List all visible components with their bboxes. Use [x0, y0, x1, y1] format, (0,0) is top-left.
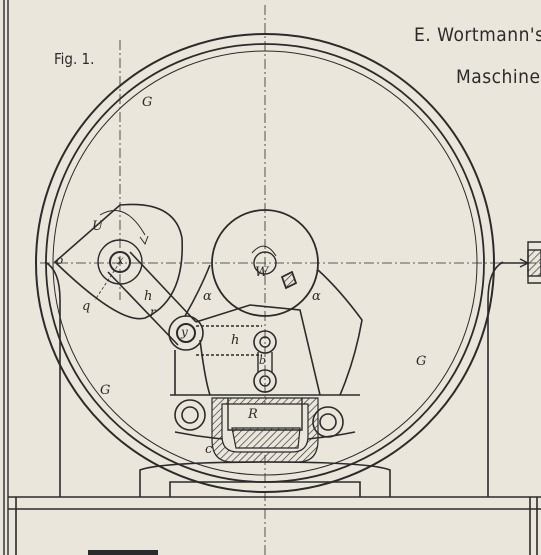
title-line-1: E. Wortmann's — [414, 24, 541, 46]
label-R: R — [248, 407, 258, 422]
label-c: c — [205, 442, 213, 457]
link-h — [196, 325, 277, 393]
bottom-fragment — [88, 550, 158, 555]
right-fragment — [500, 241, 541, 284]
label-alpha-left: α — [203, 289, 212, 304]
cam-U — [53, 203, 183, 320]
label-W: W — [255, 265, 269, 280]
label-G-top: G — [142, 95, 153, 110]
label-q: q — [82, 299, 91, 314]
label-h-mid: h — [231, 333, 240, 348]
label-U: U — [92, 219, 103, 234]
label-o: o — [56, 253, 64, 267]
page-frame — [3, 0, 9, 555]
disc-W — [211, 209, 319, 317]
center-lines — [40, 5, 541, 555]
lever-h — [107, 251, 204, 351]
label-alpha-right: α — [312, 289, 321, 304]
label-G-right: G — [416, 354, 427, 369]
title-line-2: Maschine. — [456, 66, 541, 88]
label-b: b — [259, 354, 267, 367]
machine-base — [8, 261, 541, 555]
label-G-left: G — [100, 383, 111, 398]
label-x: x — [117, 253, 124, 267]
label-h-left: h — [144, 289, 153, 304]
arms-alpha — [174, 264, 363, 396]
label-r: r — [150, 305, 156, 319]
crucible-c — [211, 397, 319, 463]
label-y: y — [181, 325, 188, 339]
figure-number: Fig. 1. — [54, 50, 95, 68]
